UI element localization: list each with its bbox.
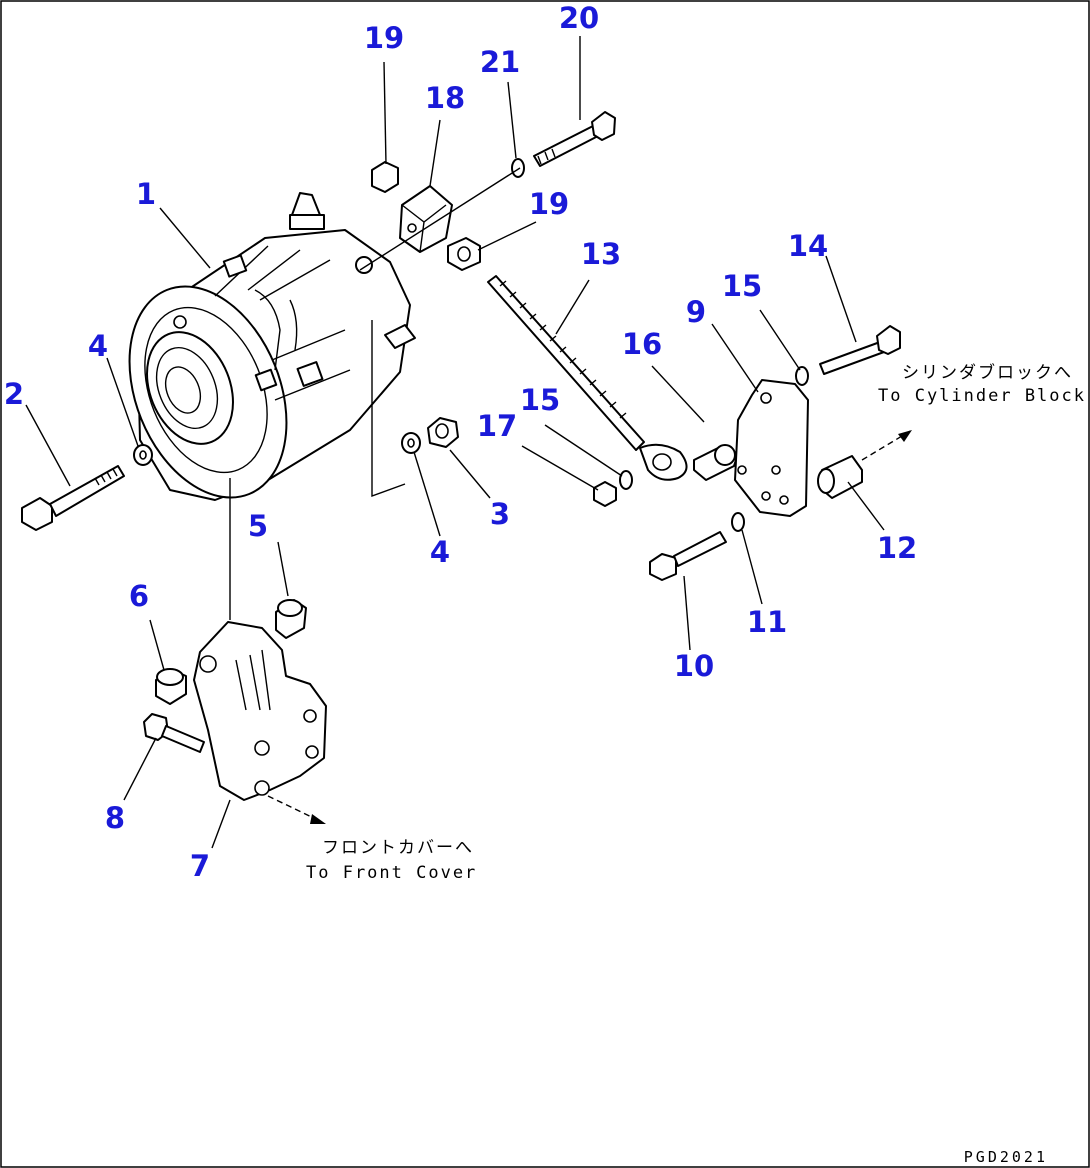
spacer-5: [275, 599, 307, 639]
callout-4a: 4: [88, 329, 108, 363]
nut-19b: [447, 237, 481, 271]
spacer-6: [155, 668, 187, 705]
washer-11: [731, 512, 745, 532]
washer-15a: [619, 470, 633, 490]
callout-18: 18: [425, 81, 465, 115]
callout-6: 6: [129, 579, 149, 613]
bolt-14: [819, 325, 901, 375]
bolt-20: [533, 111, 616, 167]
callout-4b: 4: [430, 535, 450, 569]
callout-15a: 15: [520, 383, 560, 417]
arrowhead-front-cover: [310, 814, 326, 824]
callout-19a: 19: [364, 21, 404, 55]
arrowhead-cylinder: [898, 430, 912, 442]
callout-12: 12: [877, 531, 917, 565]
washer-15b: [795, 366, 809, 386]
callout-15b: 15: [722, 269, 762, 303]
note-front-cover-en: To Front Cover: [306, 863, 477, 883]
callout-14: 14: [788, 229, 828, 263]
assembly-line-3: [359, 167, 521, 271]
note-cylinder-block-en: To Cylinder Block: [878, 386, 1086, 406]
callout-19b: 19: [529, 187, 569, 221]
bracket-7: [193, 621, 327, 801]
bolt-10: [649, 531, 727, 581]
alternator: [128, 192, 416, 501]
callout-5: 5: [248, 509, 268, 543]
callout-17: 17: [477, 409, 517, 443]
note-front-cover-jp: フロントカバーへ: [322, 838, 474, 858]
callout-16: 16: [622, 327, 662, 361]
callout-20: 20: [559, 1, 599, 35]
callout-10: 10: [674, 649, 714, 683]
callout-9: 9: [686, 295, 706, 329]
callout-3: 3: [490, 497, 510, 531]
bolt-8: [143, 713, 205, 753]
drawing-code: PGD2021: [964, 1148, 1048, 1166]
adjusting-rod-13: [487, 275, 688, 481]
washer-21: [511, 158, 525, 178]
nut-3: [427, 417, 459, 448]
spacer-16: [693, 444, 737, 481]
callout-11: 11: [747, 605, 787, 639]
bracket-9: [734, 379, 809, 517]
callout-7: 7: [190, 849, 210, 883]
callout-8: 8: [105, 801, 125, 835]
block-18: [399, 185, 453, 253]
callout-2: 2: [4, 377, 24, 411]
callout-13: 13: [581, 237, 621, 271]
nut-17: [593, 481, 617, 507]
bolt-2: [21, 465, 125, 531]
leader-lines: [25, 36, 885, 849]
assembly-line-2: [371, 320, 406, 497]
callout-21: 21: [480, 45, 520, 79]
callout-1: 1: [136, 177, 156, 211]
nut-19a: [371, 161, 399, 193]
note-cylinder-block-jp: シリンダブロックへ: [902, 362, 1073, 383]
